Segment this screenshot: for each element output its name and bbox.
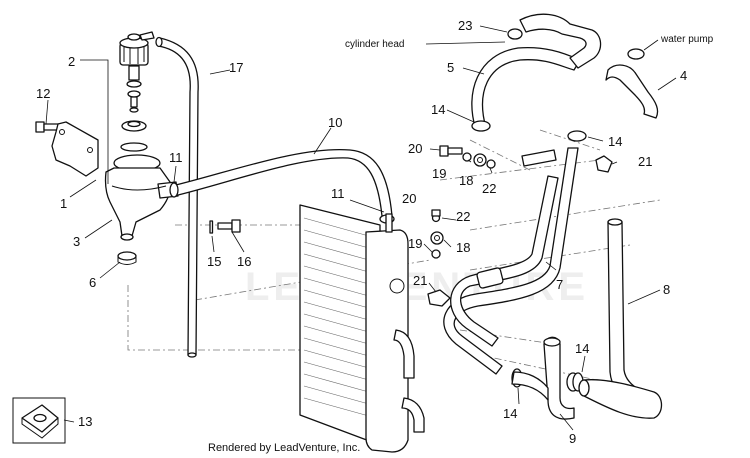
part-6-clamp[interactable]: [117, 251, 137, 265]
label-cylinder-head: cylinder head: [345, 39, 404, 50]
label-water-pump: water pump: [660, 34, 714, 45]
callout-6: 6: [89, 275, 96, 290]
part-14-clamp-a[interactable]: [471, 120, 491, 132]
part-21-clip-b[interactable]: [427, 289, 451, 307]
part-1-bracket[interactable]: [51, 121, 99, 177]
part-23-clamp[interactable]: [507, 28, 523, 40]
callout-16: 16: [237, 254, 251, 269]
callout-14c: 14: [575, 341, 589, 356]
callout-8: 8: [663, 282, 670, 297]
callout-4: 4: [680, 68, 687, 83]
callout-13: 13: [78, 414, 92, 429]
callout-9: 9: [569, 431, 576, 446]
callout-22b: 22: [456, 209, 470, 224]
callout-15: 15: [207, 254, 221, 269]
callout-21a: 21: [638, 154, 652, 169]
callout-11b: 11: [331, 186, 345, 201]
part-13-clip[interactable]: [12, 397, 66, 444]
part-11-clamp-a[interactable]: [169, 182, 179, 198]
callout-12: 12: [36, 86, 50, 101]
part-17-overflow-hose[interactable]: [155, 36, 199, 358]
part-19-washer-b[interactable]: [431, 249, 441, 259]
callout-11a: 11: [169, 150, 183, 165]
part-7-pipe[interactable]: [443, 147, 579, 375]
part-19-washer-a[interactable]: [462, 152, 472, 162]
callout-3: 3: [73, 234, 80, 249]
leader-lines: [45, 25, 677, 431]
radiator: [299, 204, 425, 453]
part-10-hose[interactable]: [171, 148, 393, 217]
part-9-elbow[interactable]: [511, 336, 580, 420]
callout-18b: 18: [456, 240, 470, 255]
callout-22a: 22: [482, 181, 496, 196]
part-2-cap[interactable]: [119, 31, 155, 152]
part-5-hose[interactable]: [471, 13, 602, 131]
footer-credit: Rendered by LeadVenture, Inc.: [208, 442, 360, 454]
part-22-nut-a[interactable]: [486, 159, 496, 169]
callout-7: 7: [556, 277, 563, 292]
callout-labels: 12 2 1 3 6 11 17 10 11 15 16 23 cylinder…: [36, 18, 714, 446]
callout-14a: 14: [431, 102, 445, 117]
part-16-bolt[interactable]: [217, 219, 241, 233]
part-8-pipe[interactable]: [578, 218, 663, 419]
part-20-bolt-a[interactable]: [439, 145, 463, 157]
callout-14d: 14: [503, 406, 517, 421]
callout-23: 23: [458, 18, 472, 33]
part-21-clip-a[interactable]: [595, 155, 613, 173]
callout-20b: 20: [402, 191, 416, 206]
part-14-clamp-b[interactable]: [567, 130, 587, 142]
tube-stub: [521, 149, 557, 167]
callout-18a: 18: [459, 173, 473, 188]
part-15-washer[interactable]: [209, 220, 214, 234]
callout-2: 2: [68, 54, 75, 69]
part-4-hose[interactable]: [605, 48, 659, 119]
part-20-bolt-b[interactable]: [431, 209, 441, 217]
callout-14b: 14: [608, 134, 622, 149]
callout-19a: 19: [432, 166, 446, 181]
part-18-spacer-b[interactable]: [430, 231, 444, 245]
callout-1: 1: [60, 196, 67, 211]
callout-21b: 21: [413, 273, 427, 288]
callout-5: 5: [447, 60, 454, 75]
callout-20a: 20: [408, 141, 422, 156]
callout-19b: 19: [408, 236, 422, 251]
callout-17: 17: [229, 60, 243, 75]
callout-10: 10: [328, 115, 342, 130]
part-3-reservoir[interactable]: [104, 154, 179, 241]
part-18-spacer-a[interactable]: [473, 153, 487, 167]
